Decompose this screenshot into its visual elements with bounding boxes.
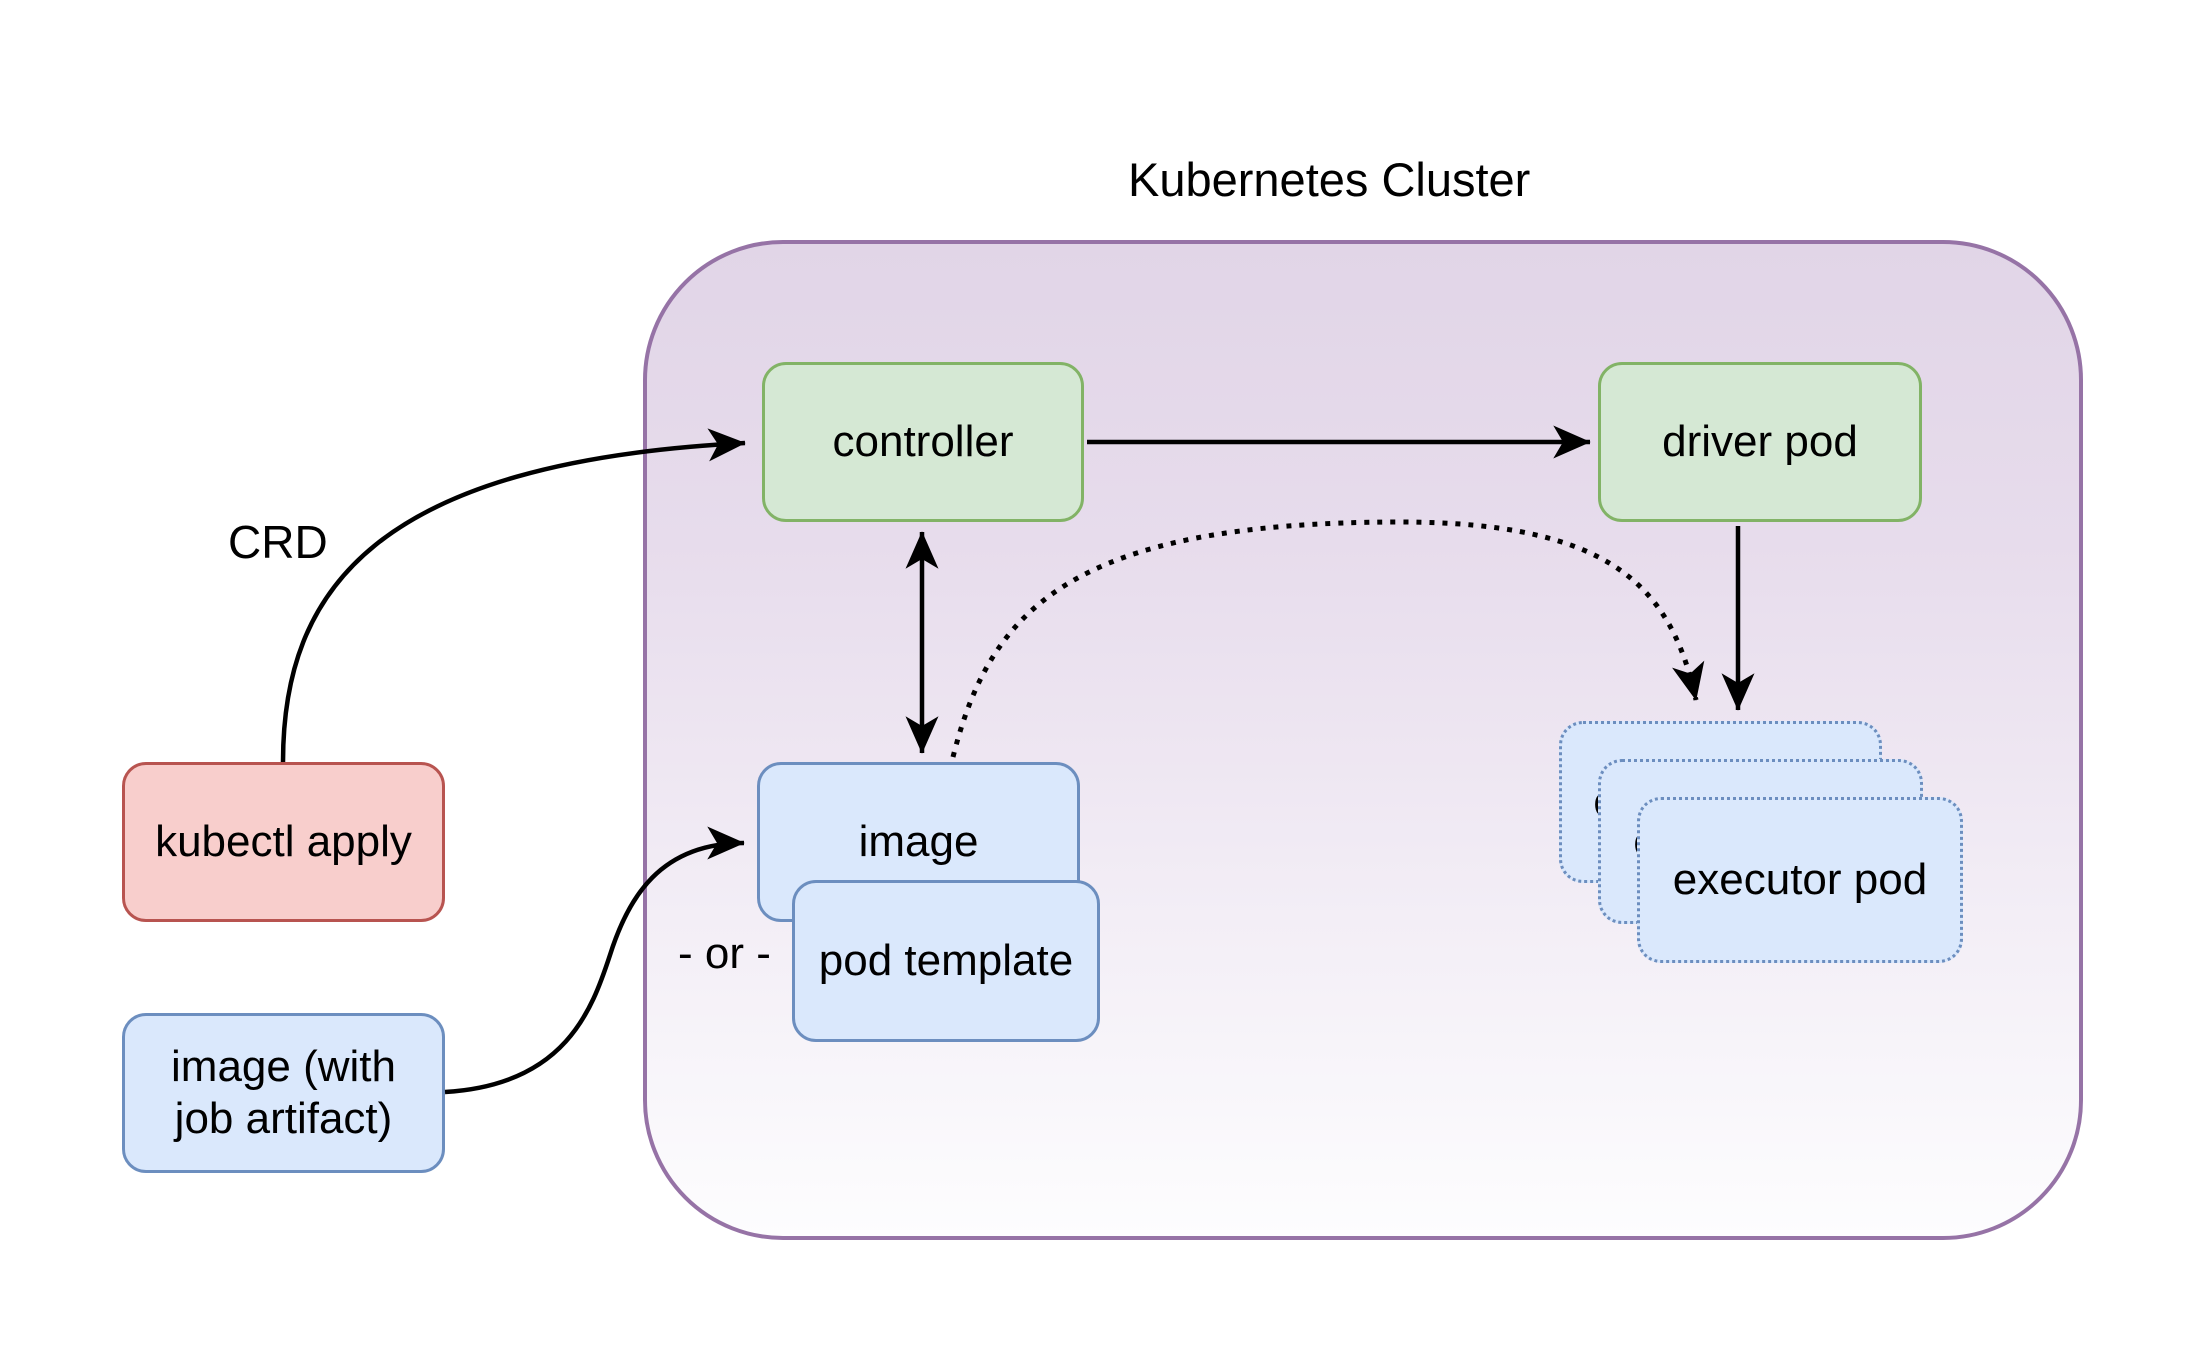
kubectl-apply-node: kubectl apply bbox=[122, 762, 445, 922]
controller-node: controller bbox=[762, 362, 1084, 522]
pod-template-node: pod template bbox=[792, 880, 1100, 1042]
controller-label: controller bbox=[832, 417, 1014, 467]
kubectl-apply-label: kubectl apply bbox=[155, 817, 412, 867]
image-with-job-artifact-node: image (with job artifact) bbox=[122, 1013, 445, 1173]
cluster-title: Kubernetes Cluster bbox=[1128, 153, 1531, 206]
or-edge-label: - or - bbox=[678, 929, 771, 978]
executor-pod-label: executor pod bbox=[1672, 855, 1928, 905]
image-with-job-artifact-label: image (with job artifact) bbox=[171, 1042, 396, 1143]
driver-pod-node: driver pod bbox=[1598, 362, 1922, 522]
driver-pod-label: driver pod bbox=[1662, 417, 1858, 467]
executor-pod-node-front: executor pod bbox=[1637, 797, 1963, 963]
pod-template-label: pod template bbox=[818, 936, 1074, 986]
image-label: image bbox=[858, 817, 979, 867]
crd-edge-label: CRD bbox=[228, 516, 328, 568]
